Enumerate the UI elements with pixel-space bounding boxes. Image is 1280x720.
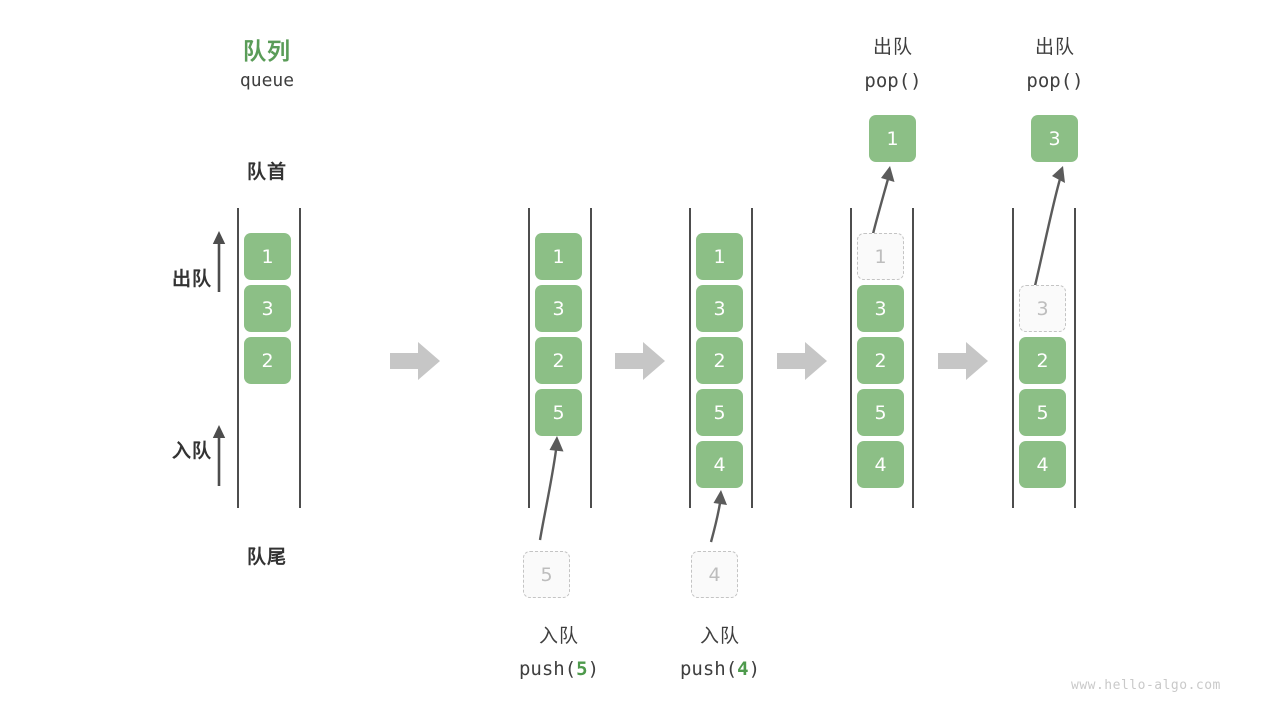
popped-cell: 3 — [1031, 115, 1078, 162]
queue-cell: 3 — [857, 285, 904, 332]
queue-cell: 5 — [535, 389, 582, 436]
push-op-label-cn: 入队 — [699, 625, 740, 647]
push-code-prefix: push( — [679, 658, 738, 680]
queue-cell: 2 — [857, 337, 904, 384]
queue-rail-right-3 — [751, 208, 753, 508]
queue-cell: 2 — [696, 337, 743, 384]
queue-cell: 1 — [244, 233, 291, 280]
queue-tail-label: 队尾 — [246, 546, 287, 568]
queue-rail-left-4 — [850, 208, 852, 508]
push-code-suffix: ) — [748, 658, 761, 680]
step-separator-arrow-icon — [390, 342, 440, 380]
push-curve-arrow-icon — [709, 490, 727, 543]
queue-cell: 5 — [696, 389, 743, 436]
pop-code-suffix: ) — [910, 70, 922, 92]
push-code-prefix: push( — [518, 658, 577, 680]
push-code-arg: 4 — [737, 658, 749, 680]
queue-cell: 3 — [244, 285, 291, 332]
dequeue-up-arrow-icon — [212, 231, 226, 292]
queue-rail-left-5 — [1012, 208, 1014, 508]
push-curve-arrow-icon — [538, 436, 564, 541]
push-op-label-code: push(5) — [459, 658, 659, 680]
queue-rail-right-5 — [1074, 208, 1076, 508]
popped-cell: 1 — [869, 115, 916, 162]
queue-rail-right-4 — [912, 208, 914, 508]
queue-ghost-cell: 3 — [1019, 285, 1066, 332]
pop-code-suffix: ) — [1072, 70, 1084, 92]
enqueue-up-arrow-icon — [212, 425, 226, 486]
enqueue-label: 入队 — [171, 440, 212, 462]
push-code-suffix: ) — [587, 658, 600, 680]
pop-op-label-cn: 出队 — [872, 36, 913, 58]
queue-title-en: queue — [239, 70, 295, 91]
pop-curve-arrow-icon — [1032, 166, 1065, 291]
queue-cell: 2 — [1019, 337, 1066, 384]
queue-rail-right-1 — [299, 208, 301, 508]
step-separator-arrow-icon — [615, 342, 665, 380]
pop-code-prefix: pop( — [1026, 70, 1073, 92]
queue-rail-left-1 — [237, 208, 239, 508]
push-code-arg: 5 — [576, 658, 588, 680]
queue-cell: 5 — [857, 389, 904, 436]
queue-rail-right-2 — [590, 208, 592, 508]
queue-rail-left-2 — [528, 208, 530, 508]
watermark: www.hello-algo.com — [1071, 678, 1221, 693]
pop-op-label-code: pop() — [955, 70, 1155, 92]
pop-op-label-cn: 出队 — [1034, 36, 1075, 58]
queue-cell: 3 — [696, 285, 743, 332]
push-op-label-code: push(4) — [620, 658, 820, 680]
pop-code-prefix: pop( — [864, 70, 911, 92]
queue-title-cn: 队列 — [243, 39, 291, 65]
queue-cell: 2 — [244, 337, 291, 384]
queue-cell: 5 — [1019, 389, 1066, 436]
dequeue-label: 出队 — [171, 268, 212, 290]
queue-cell: 4 — [1019, 441, 1066, 488]
incoming-ghost-cell: 5 — [523, 551, 570, 598]
queue-cell: 4 — [857, 441, 904, 488]
queue-ghost-cell: 1 — [857, 233, 904, 280]
pop-curve-arrow-icon — [870, 166, 895, 239]
queue-rail-left-3 — [689, 208, 691, 508]
queue-cell: 1 — [696, 233, 743, 280]
incoming-ghost-cell: 4 — [691, 551, 738, 598]
queue-cell: 4 — [696, 441, 743, 488]
queue-cell: 2 — [535, 337, 582, 384]
queue-cell: 1 — [535, 233, 582, 280]
step-separator-arrow-icon — [938, 342, 988, 380]
queue-head-label: 队首 — [246, 161, 287, 183]
step-separator-arrow-icon — [777, 342, 827, 380]
pop-op-label-code: pop() — [793, 70, 993, 92]
push-op-label-cn: 入队 — [538, 625, 579, 647]
queue-cell: 3 — [535, 285, 582, 332]
